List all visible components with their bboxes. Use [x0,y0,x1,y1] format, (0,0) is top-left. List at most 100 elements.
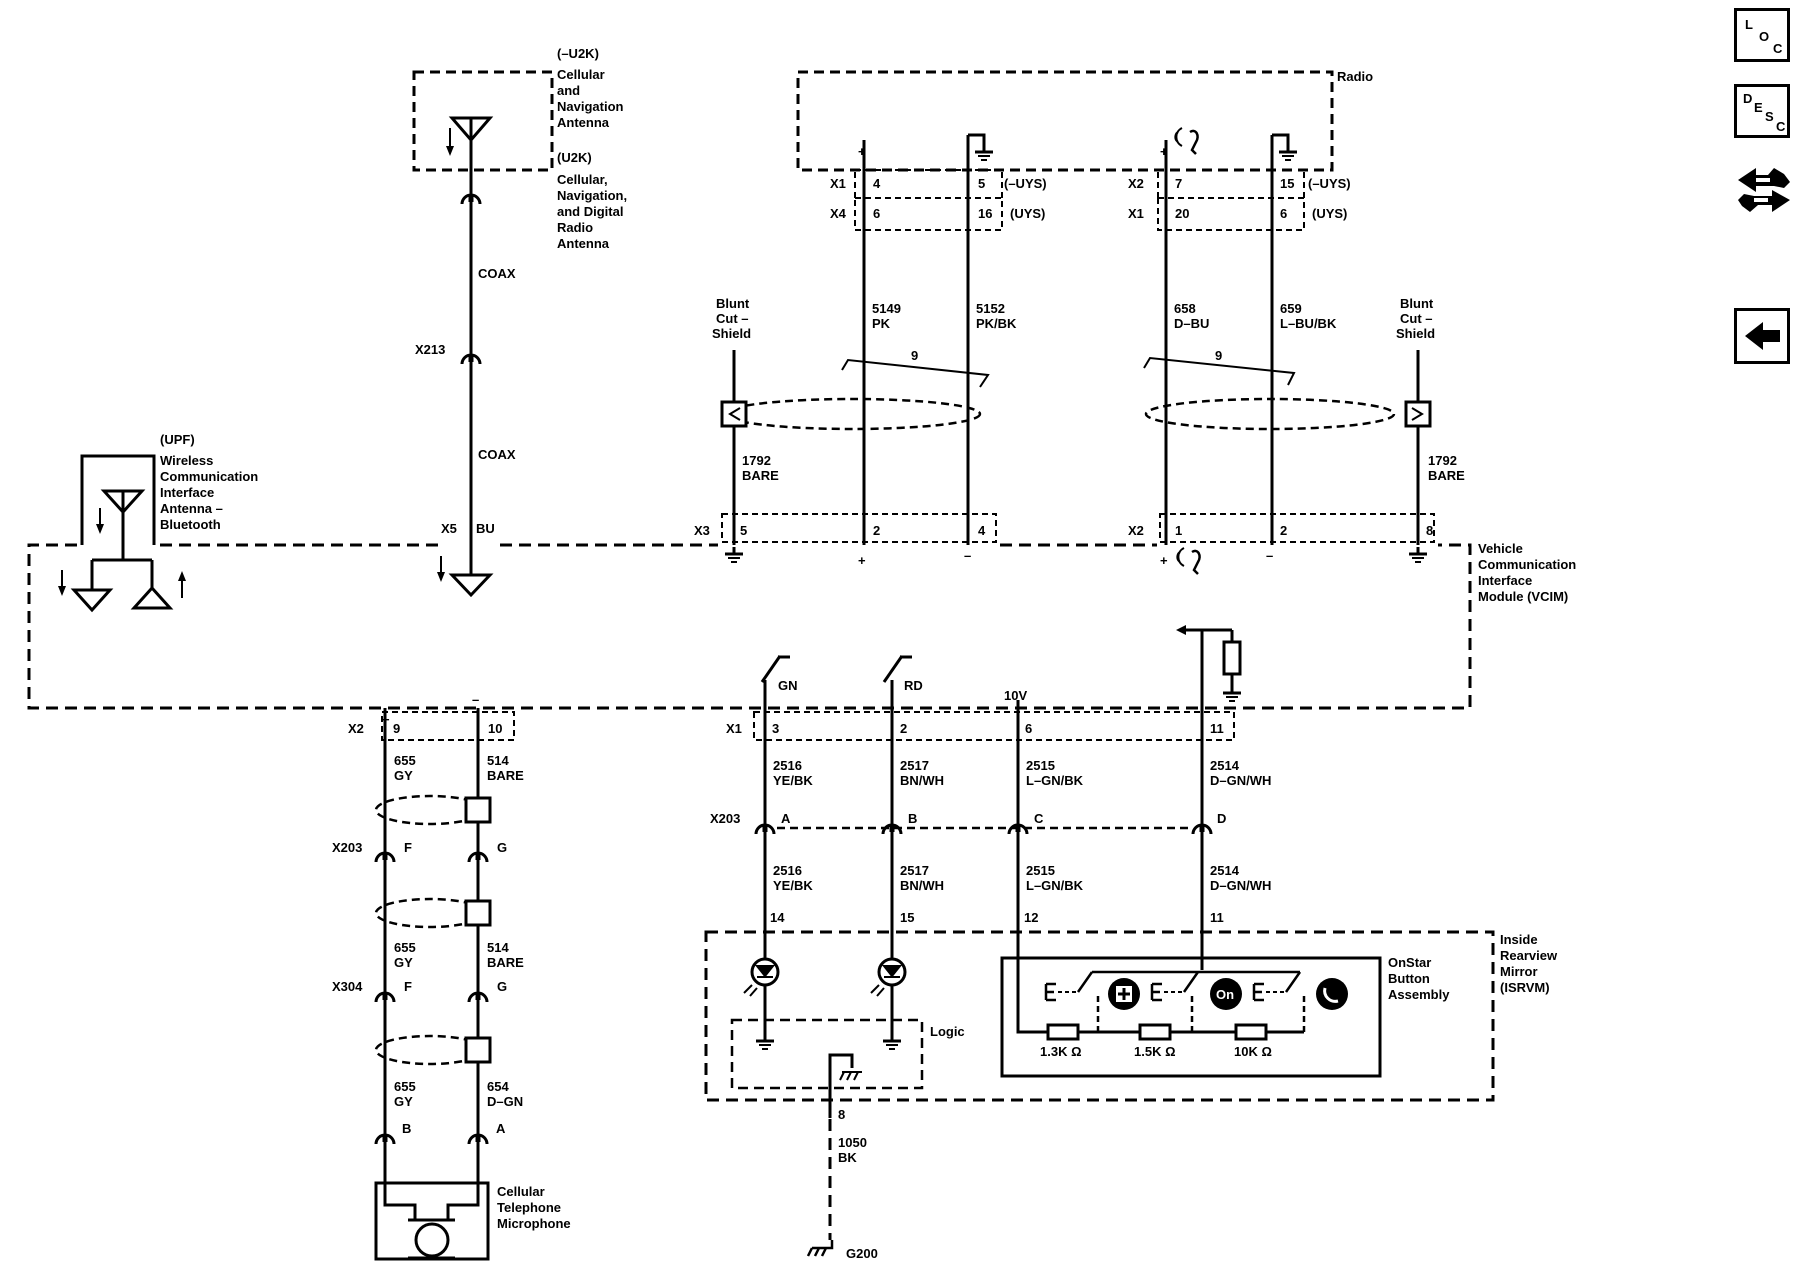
radio-conn-b-row2-pin1: 20 [1175,206,1189,221]
radio-conn-b-row1-name: X2 [1128,176,1144,191]
x2-top-label: X2 [1128,523,1144,538]
back-arrow-icon [1745,322,1780,350]
mir-x203-pin-b: B [908,811,917,826]
mir-top-2514-circuit: 2514 [1210,758,1240,773]
resistor-1-icon [1046,1023,1080,1041]
x3-pin-4: 4 [978,523,986,538]
description-button[interactable]: D E S C [1734,84,1790,138]
bare-a-color: BARE [742,468,779,483]
bt-line-2: Communication [160,469,258,484]
mic-bot-654-color: D–GN [487,1094,523,1109]
antenna-line-9: Antenna [557,236,610,251]
antenna-line-6: Navigation, [557,188,627,203]
microphone-circuit: 655 GY 514 BARE X203 F G 655 GY 514 BARE… [332,708,571,1261]
x5-label: X5 [441,521,457,536]
loc-letter-o: O [1759,29,1770,44]
cellular-antenna: (–U2K) Cellular and Navigation Antenna (… [412,46,627,598]
mir-top-2517-circuit: 2517 [900,758,929,773]
x3-label: X3 [694,523,710,538]
mic-mid-514-color: BARE [487,955,524,970]
wire-659-color: L–BU/BK [1280,316,1337,331]
radio-conn-a-row2-pin1: 6 [873,206,880,221]
onstar-label-3: Assembly [1388,987,1450,1002]
resistor-2-icon [1138,1023,1172,1041]
radio: Radio + + X1 4 5 (–UYS) X4 6 16 (UYS) X2… [796,69,1373,231]
radio-conn-b-row2-name: X1 [1128,206,1144,221]
g200-ground-icon [806,1240,834,1257]
radio-label: Radio [1337,69,1373,84]
antenna-box [412,70,554,172]
voice-signal-icon [1176,547,1201,575]
vcim-plus-b: + [1160,553,1168,568]
mic-conn-pin-b: B [402,1121,411,1136]
mic-conn-pin-a: A [496,1121,506,1136]
radio-conn-b-row1-pin2: 15 [1280,176,1294,191]
shield-drain-a-icon [720,400,748,428]
mic-bot-655-circuit: 655 [394,1079,416,1094]
blunt-a-3: Shield [712,326,751,341]
connector-end-view-button[interactable] [1734,160,1794,230]
mir-pin-15: 15 [900,910,914,925]
twist-count-a: 9 [911,348,918,363]
x2-top-pin-1: 1 [1175,523,1182,538]
bare-a-circuit: 1792 [742,453,771,468]
mic-x304-pin-f: F [404,979,412,994]
mirror-box [704,930,1495,1102]
mir-top-2516-circuit: 2516 [773,758,802,773]
vcim-label-3: Interface [1478,573,1532,588]
bare-b-color: BARE [1428,468,1465,483]
mir-x203-pin-a: A [781,811,791,826]
arrow-down-icon [96,524,104,534]
x213-label: X213 [415,342,445,357]
onstar-label-1: OnStar [1388,955,1431,970]
x2-bottom-label: X2 [348,721,364,736]
resistor-3-value: 10K Ω [1234,1044,1272,1059]
back-button[interactable] [1734,308,1790,364]
wire-5152-circuit: 5152 [976,301,1005,316]
onstar-label-2: Button [1388,971,1430,986]
logic-label: Logic [930,1024,965,1039]
antenna-line-2: and [557,83,580,98]
resistor-3-icon [1234,1023,1268,1041]
arrow-down-icon [437,572,445,582]
wire-658-color: D–BU [1174,316,1209,331]
gn-label: GN [778,678,798,693]
location-button[interactable]: L O C [1734,8,1790,62]
vcim-minus-b: – [1266,548,1273,563]
mir-pin-11: 11 [1210,910,1224,925]
mir-x203-pin-c: C [1034,811,1044,826]
coax-label-top: COAX [478,266,516,281]
desc-letter-s: S [1765,109,1774,124]
mir-top-2516-color: YE/BK [773,773,813,788]
mir-x203-pin-d: D [1217,811,1226,826]
mir-bot-2516-circuit: 2516 [773,863,802,878]
radio-wires: 5149 PK 5152 PK/BK 658 D–BU 659 L–BU/BK … [712,135,1465,545]
blunt-b-2: Cut – [1400,311,1433,326]
antenna-line-4: Antenna [557,115,610,130]
logic-box [730,1018,924,1090]
x1-bottom-label: X1 [726,721,742,736]
radio-box [796,70,1334,172]
onstar-button-assembly [1000,956,1382,1078]
wire-659-circuit: 659 [1280,301,1302,316]
mic-x203-pin-g: G [497,840,507,855]
coax-label-bottom: COAX [478,447,516,462]
mic-top-655-circuit: 655 [394,753,416,768]
mic-top-655-color: GY [394,768,413,783]
arrow-down-icon [446,146,454,156]
wire-5149-circuit: 5149 [872,301,901,316]
ground-pin-8: 8 [838,1107,845,1122]
blunt-a-2: Cut – [716,311,749,326]
vcim-minus-c: – [472,692,479,707]
bu-label: BU [476,521,495,536]
mir-x203-label: X203 [710,811,740,826]
mic-top-514-color: BARE [487,768,524,783]
vcim-plus-a: + [858,553,866,568]
mic-x304-label: X304 [332,979,363,994]
radio-conn-b-row2-pin2: 6 [1280,206,1287,221]
mic-shield-2-icon [464,899,492,927]
mic-x203-pin-f: F [404,840,412,855]
ground-wire-circuit: 1050 [838,1135,867,1150]
antenna-title-u2k: (U2K) [557,150,592,165]
